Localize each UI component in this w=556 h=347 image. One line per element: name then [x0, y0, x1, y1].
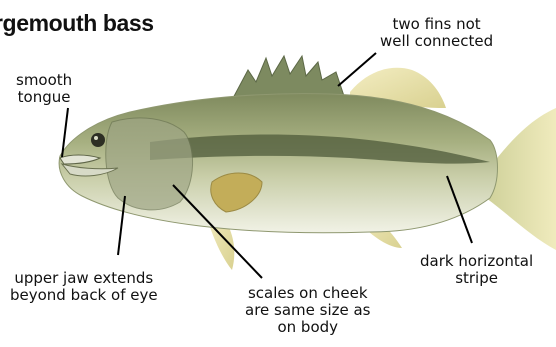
page-title: rgemouth bass	[0, 10, 154, 37]
label-scales-cheek: scales on cheek are same size as on body	[245, 285, 371, 336]
label-dark-stripe: dark horizontal stripe	[420, 253, 533, 287]
label-upper-jaw: upper jaw extends beyond back of eye	[10, 270, 158, 304]
gill-cover	[106, 118, 193, 210]
label-two-fins: two fins not well connected	[380, 16, 493, 50]
eye	[91, 133, 105, 147]
label-smooth-tongue: smooth tongue	[16, 72, 72, 106]
